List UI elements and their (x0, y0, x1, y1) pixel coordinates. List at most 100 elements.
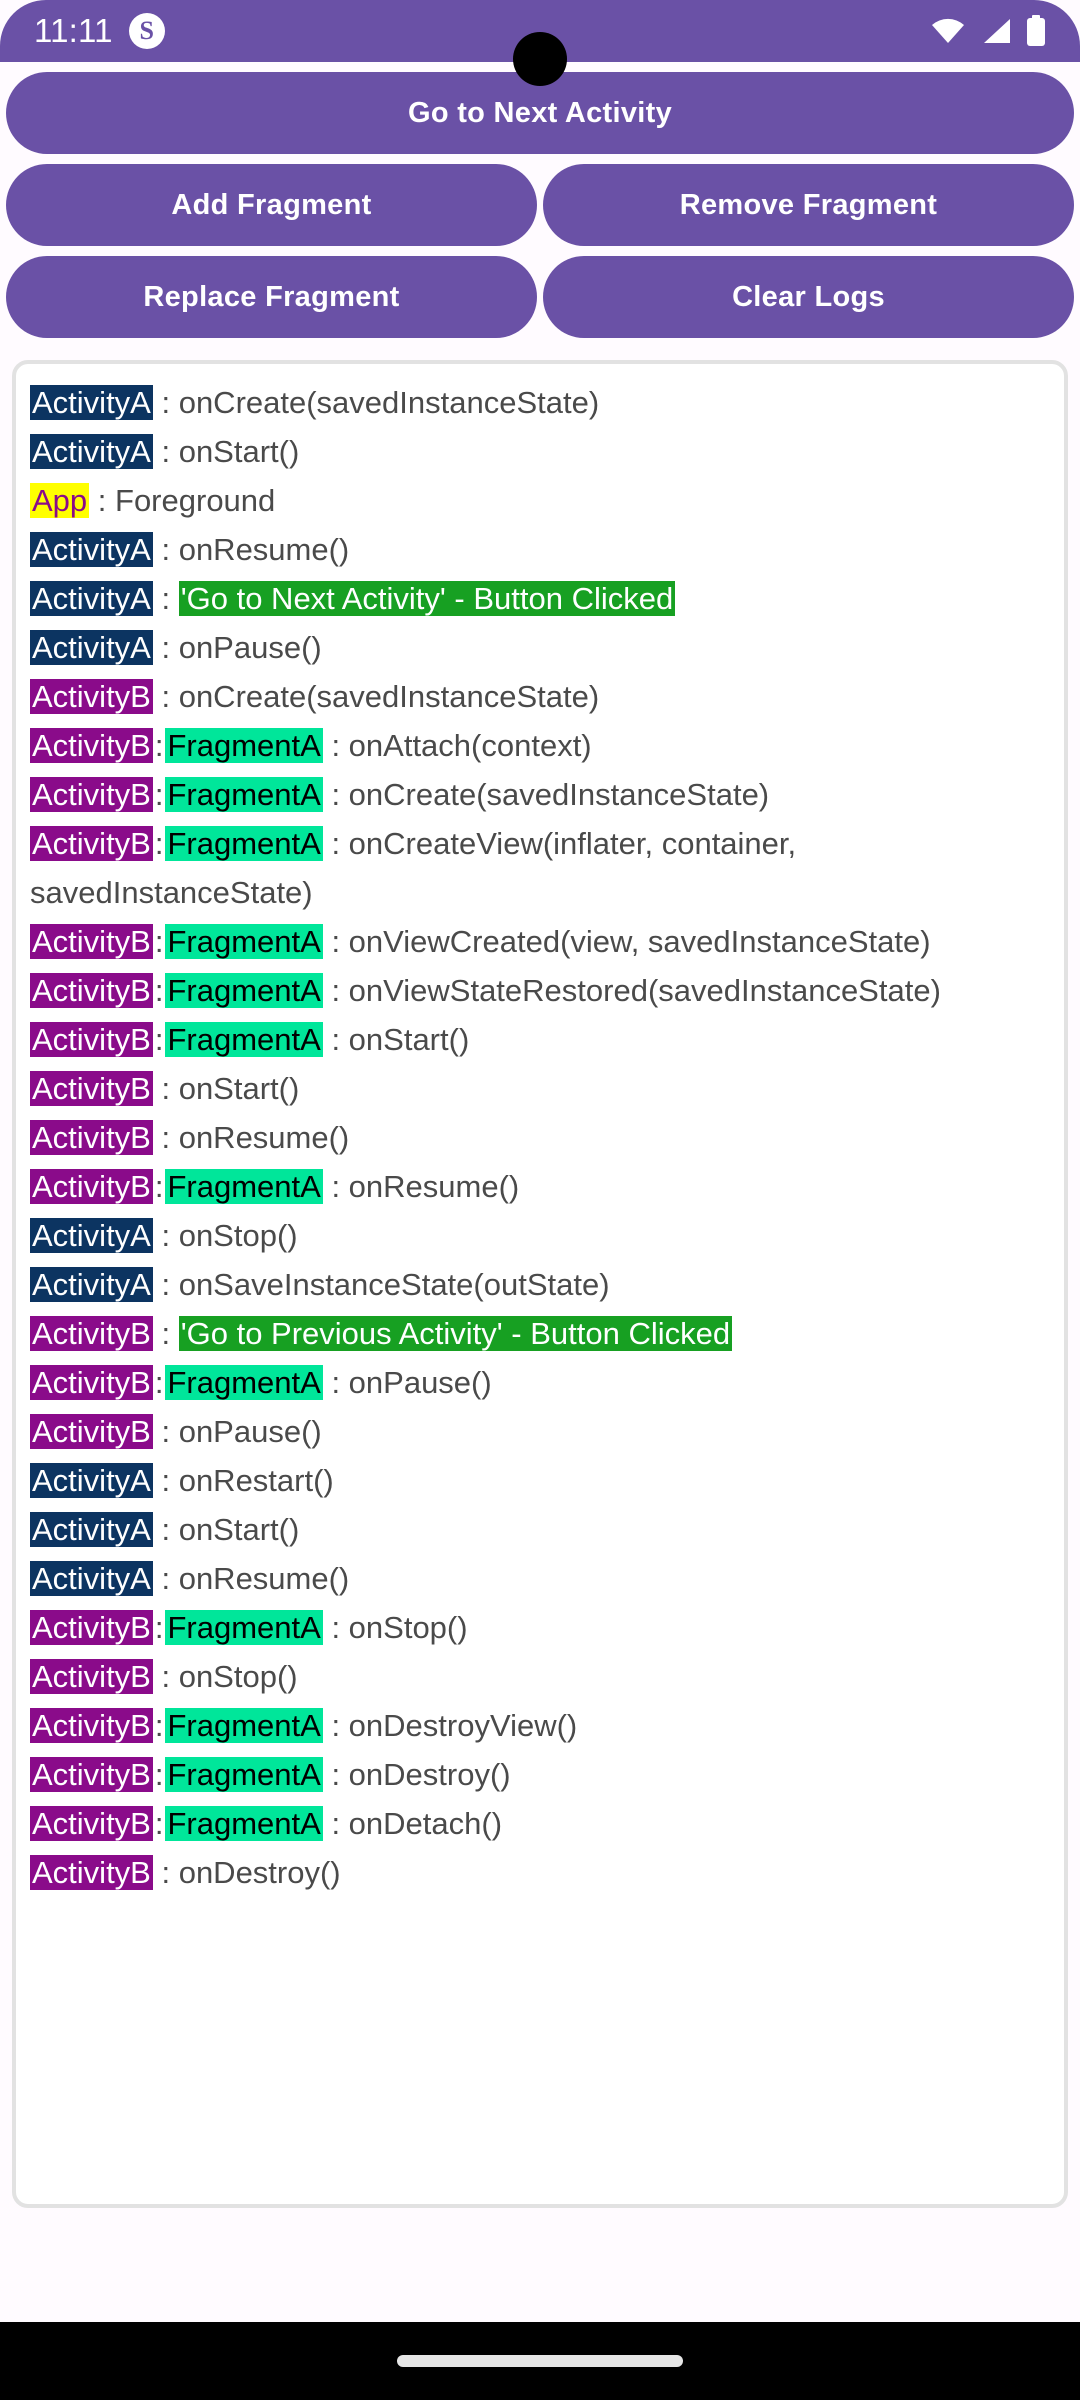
log-line: ActivityA : onResume() (30, 525, 1054, 574)
button-row-1: Add Fragment Remove Fragment (6, 164, 1074, 246)
log-message: : onStart() (152, 1071, 300, 1106)
log-tag-activity-a: ActivityA (30, 1512, 153, 1547)
log-tag-fragment: FragmentA (165, 1169, 323, 1204)
remove-fragment-button[interactable]: Remove Fragment (543, 164, 1074, 246)
log-tag-activity-b: ActivityB (30, 1022, 153, 1057)
log-tag-activity-b: ActivityB (30, 679, 153, 714)
log-line: ActivityA : onSaveInstanceState(outState… (30, 1260, 1054, 1309)
log-line: ActivityB : 'Go to Previous Activity' - … (30, 1309, 1054, 1358)
log-message: : onPause() (322, 1365, 492, 1400)
log-separator: : (152, 581, 179, 616)
log-tag-activity-b: ActivityB (30, 1414, 153, 1449)
log-tag-activity-a: ActivityA (30, 434, 153, 469)
log-tag-activity-b: ActivityB (30, 777, 153, 812)
clear-logs-button[interactable]: Clear Logs (543, 256, 1074, 338)
log-message: : onDestroy() (322, 1757, 511, 1792)
log-line: ActivityB:FragmentA : onCreate(savedInst… (30, 770, 1054, 819)
home-gesture-pill[interactable] (397, 2355, 683, 2367)
log-message: : onPause() (152, 1414, 322, 1449)
log-tag-activity-b: ActivityB (30, 1120, 153, 1155)
add-fragment-button[interactable]: Add Fragment (6, 164, 537, 246)
log-line: ActivityB:FragmentA : onDestroy() (30, 1750, 1054, 1799)
log-tag-activity-a: ActivityA (30, 581, 153, 616)
log-message: : onCreateView(inflater, container, save… (30, 826, 797, 910)
log-line: ActivityB:FragmentA : onPause() (30, 1358, 1054, 1407)
wifi-icon (932, 18, 964, 43)
log-tag-fragment: FragmentA (165, 973, 323, 1008)
log-tag-plain: : (154, 777, 164, 812)
status-bar-right (930, 15, 1046, 47)
log-tag-activity-b: ActivityB (30, 1708, 153, 1743)
log-message: : onPause() (152, 630, 322, 665)
log-tag-activity-b: ActivityB (30, 1316, 153, 1351)
log-tag-activity-b: ActivityB (30, 973, 153, 1008)
log-tag-fragment: FragmentA (165, 924, 323, 959)
log-tag-plain: : (154, 973, 164, 1008)
log-click-highlight: 'Go to Next Activity' - Button Clicked (178, 581, 676, 616)
log-message: : onStart() (322, 1022, 470, 1057)
cellular-signal-icon (984, 19, 1010, 43)
log-line: ActivityB : onDestroy() (30, 1848, 1054, 1897)
log-tag-activity-a: ActivityA (30, 1561, 153, 1596)
log-tag-fragment: FragmentA (165, 1757, 323, 1792)
log-line: ActivityB:FragmentA : onViewCreated(view… (30, 917, 1054, 966)
log-tag-activity-b: ActivityB (30, 1610, 153, 1645)
log-line: ActivityB : onCreate(savedInstanceState) (30, 672, 1054, 721)
log-tag-activity-b: ActivityB (30, 1071, 153, 1106)
log-line: ActivityB:FragmentA : onStop() (30, 1603, 1054, 1652)
replace-fragment-button[interactable]: Replace Fragment (6, 256, 537, 338)
log-line: ActivityB:FragmentA : onResume() (30, 1162, 1054, 1211)
log-message: : onDetach() (322, 1806, 503, 1841)
log-tag-activity-a: ActivityA (30, 532, 153, 567)
log-line: ActivityB : onPause() (30, 1407, 1054, 1456)
log-line: App : Foreground (30, 476, 1054, 525)
log-tag-fragment: FragmentA (165, 728, 323, 763)
skype-notification-icon: S (128, 13, 165, 49)
status-bar-left: 11:11 S (34, 12, 165, 50)
log-message: : onResume() (322, 1169, 520, 1204)
log-tag-activity-b: ActivityB (30, 1855, 153, 1890)
log-message: : onResume() (152, 1561, 350, 1596)
log-tag-plain: : (154, 924, 164, 959)
log-line: ActivityA : 'Go to Next Activity' - Butt… (30, 574, 1054, 623)
log-tag-activity-b: ActivityB (30, 728, 153, 763)
log-line: ActivityA : onCreate(savedInstanceState) (30, 378, 1054, 427)
log-line: ActivityB : onStart() (30, 1064, 1054, 1113)
log-tag-plain: : (154, 1169, 164, 1204)
system-navigation-bar (0, 2322, 1080, 2400)
log-separator: : (152, 1316, 179, 1351)
log-tag-plain: : (154, 1022, 164, 1057)
log-line: ActivityB:FragmentA : onAttach(context) (30, 721, 1054, 770)
log-tag-fragment: FragmentA (165, 777, 323, 812)
log-tag-fragment: FragmentA (165, 1708, 323, 1743)
log-message: : onAttach(context) (322, 728, 592, 763)
log-line: ActivityA : onStart() (30, 427, 1054, 476)
log-tag-activity-a: ActivityA (30, 1218, 153, 1253)
log-tag-app: App (30, 483, 90, 518)
log-message: : onCreate(savedInstanceState) (322, 777, 770, 812)
log-tag-fragment: FragmentA (165, 826, 323, 861)
log-click-highlight: 'Go to Previous Activity' - Button Click… (178, 1316, 733, 1351)
log-message: : onSaveInstanceState(outState) (152, 1267, 610, 1302)
log-tag-plain: : (154, 1365, 164, 1400)
log-tag-plain: : (154, 1757, 164, 1792)
log-tag-activity-b: ActivityB (30, 924, 153, 959)
log-message: : onStart() (152, 434, 300, 469)
log-line: ActivityA : onStop() (30, 1211, 1054, 1260)
log-line: ActivityB:FragmentA : onDetach() (30, 1799, 1054, 1848)
log-message: : onRestart() (152, 1463, 334, 1498)
log-line: ActivityB:FragmentA : onStart() (30, 1015, 1054, 1064)
status-clock: 11:11 (34, 12, 113, 49)
log-line: ActivityB : onResume() (30, 1113, 1054, 1162)
log-tag-plain: : (154, 1806, 164, 1841)
log-tag-activity-b: ActivityB (30, 826, 153, 861)
log-tag-plain: : (154, 826, 164, 861)
log-message: : onCreate(savedInstanceState) (152, 385, 600, 420)
log-message: : onViewCreated(view, savedInstanceState… (322, 924, 931, 959)
log-tag-activity-b: ActivityB (30, 1365, 153, 1400)
log-message: : onResume() (152, 532, 350, 567)
front-camera-punch-hole (513, 32, 567, 86)
lifecycle-log-card[interactable]: ActivityA : onCreate(savedInstanceState)… (12, 360, 1068, 2208)
log-message: : onStop() (152, 1218, 298, 1253)
